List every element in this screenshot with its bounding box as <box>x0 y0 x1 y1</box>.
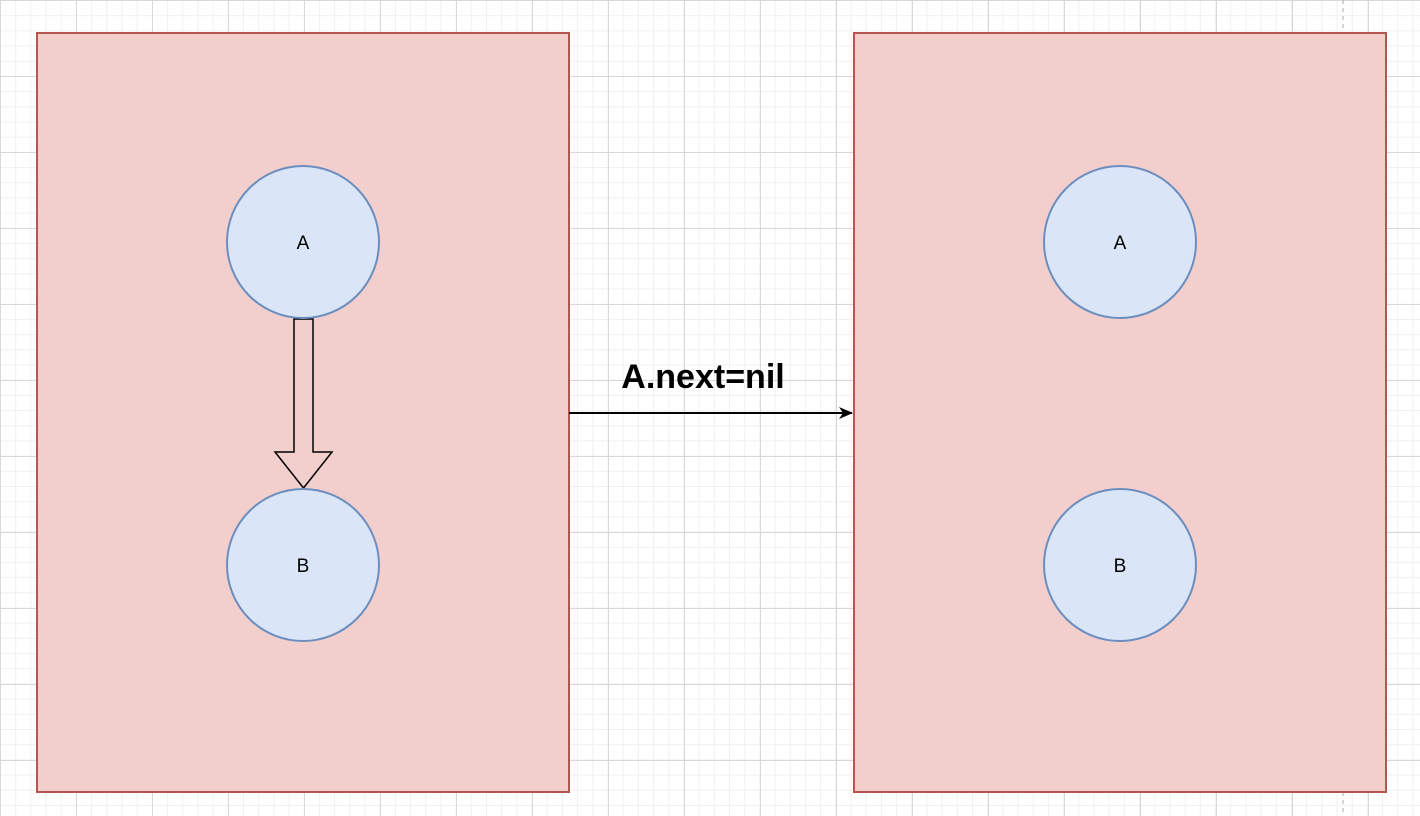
right-node-b[interactable]: B <box>1043 488 1197 642</box>
right-node-a-circle[interactable] <box>1043 165 1197 319</box>
left-node-a-label: A <box>297 233 310 254</box>
left-node-b-label: B <box>297 556 310 577</box>
right-node-b-label: B <box>1114 556 1127 577</box>
right-container-box[interactable] <box>853 32 1387 793</box>
right-node-a[interactable]: A <box>1043 165 1197 319</box>
left-node-a-circle[interactable] <box>226 165 380 319</box>
left-node-a[interactable]: A <box>226 165 380 319</box>
right-container[interactable] <box>853 32 1387 793</box>
transition-label: A.next=nil <box>621 358 784 396</box>
left-node-b-circle[interactable] <box>226 488 380 642</box>
right-node-a-label: A <box>1114 233 1127 254</box>
block-arrow-down-icon[interactable] <box>273 318 334 490</box>
left-node-b[interactable]: B <box>226 488 380 642</box>
right-node-b-circle[interactable] <box>1043 488 1197 642</box>
